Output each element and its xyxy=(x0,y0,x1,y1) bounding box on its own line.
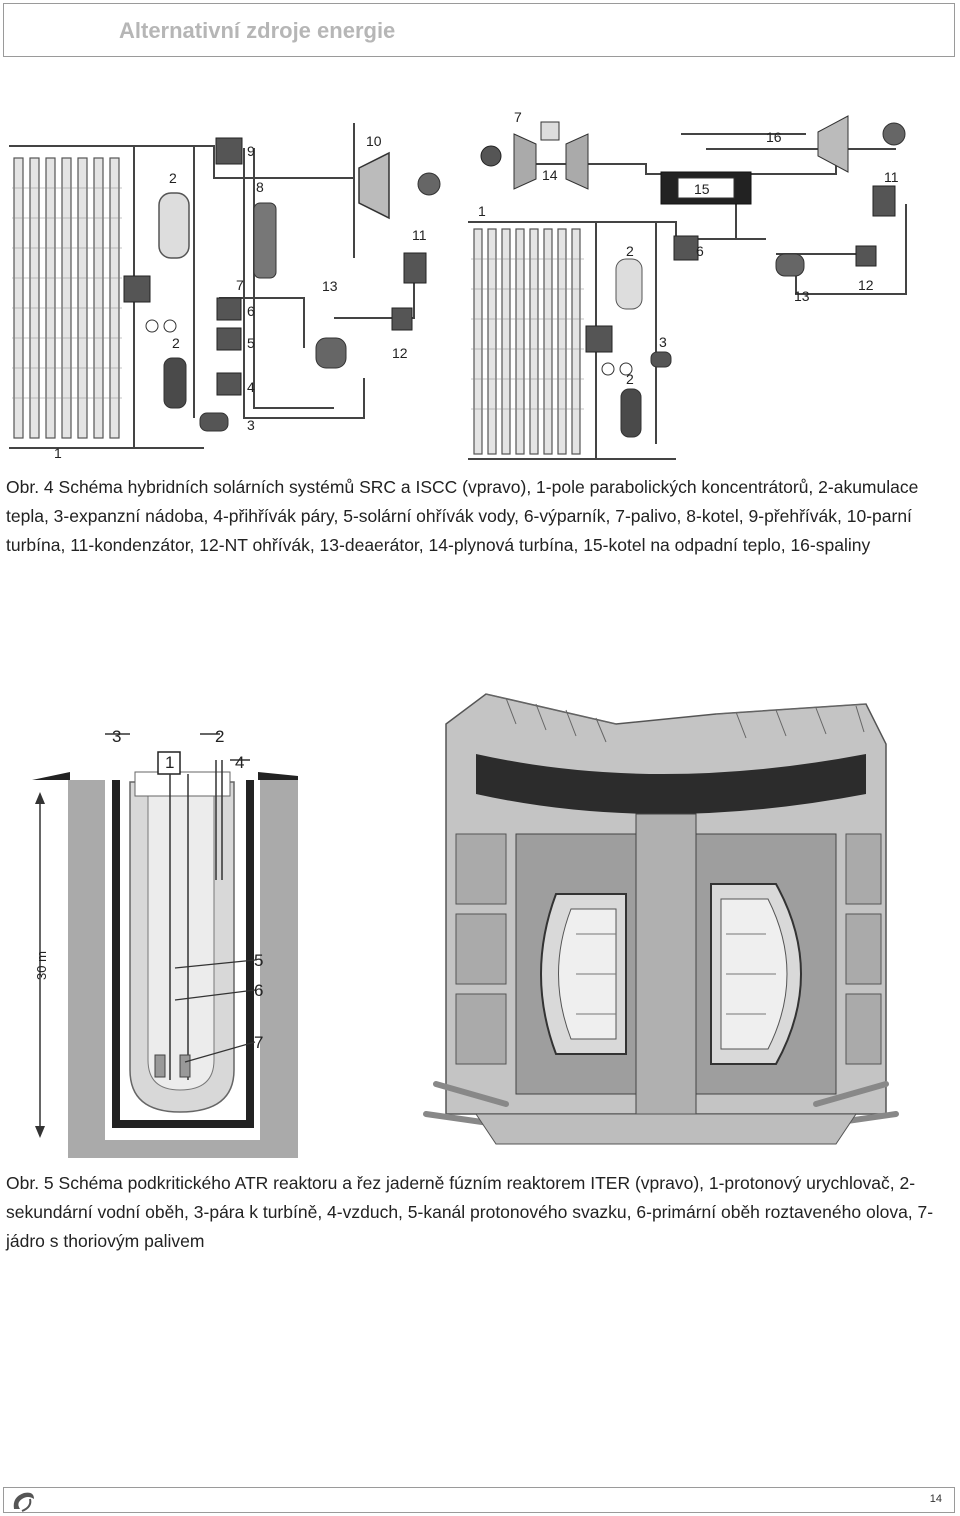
collector-field xyxy=(13,157,120,439)
page-number: 14 xyxy=(929,1493,942,1505)
fig4-left-label: 4 xyxy=(247,379,255,395)
fig4-left-label: 12 xyxy=(392,345,408,361)
page-header-title: Alternativní zdroje energie xyxy=(119,18,396,43)
fig4-left-label: 9 xyxy=(247,143,255,159)
figure4-caption: Obr. 4 Schéma hybridních solárních systé… xyxy=(6,477,919,555)
fig4-left-label: 1 xyxy=(54,445,62,461)
fig5-reactor-label: 1 xyxy=(165,753,174,772)
fig5-reactor-label: 2 xyxy=(215,727,224,746)
boiler xyxy=(253,202,277,279)
fig4-left-label: 2 xyxy=(169,170,177,186)
page-header: Alternativní zdroje energie xyxy=(3,3,955,57)
fig4-right-label: 15 xyxy=(694,181,710,197)
fig5-reactor-label: 5 xyxy=(254,951,263,970)
fig4-left-label: 13 xyxy=(322,278,338,294)
fig4-right-label: 6 xyxy=(696,243,704,259)
fig5-reactor-label: 3 xyxy=(112,727,121,746)
steam-turbine xyxy=(817,115,849,173)
gas-turbine xyxy=(513,133,537,190)
fig4-left-label: 3 xyxy=(247,417,255,433)
proton-accelerator xyxy=(157,751,181,775)
fig4-left-label: 11 xyxy=(412,227,427,243)
fig4-right-label: 2 xyxy=(626,243,634,259)
fig4-right-label: 1 xyxy=(478,203,486,219)
heat-storage-tank xyxy=(615,258,643,310)
publisher-logo-icon xyxy=(13,1492,34,1512)
fig5-reactor-label: 4 xyxy=(235,753,244,772)
fig5-reactor-label: 6 xyxy=(254,981,263,1000)
fig4-right-label: 12 xyxy=(858,277,874,293)
fig4-left-label: 2 xyxy=(172,335,180,351)
fig4-left-label: 10 xyxy=(366,133,382,149)
fig4-left-label: 7 xyxy=(236,277,244,293)
steam-turbine xyxy=(358,151,390,220)
fig4-right-label: 14 xyxy=(542,167,558,183)
figure5-caption: Obr. 5 Schéma podkritického ATR reaktoru… xyxy=(6,1173,934,1251)
fig4-right-label: 2 xyxy=(626,371,634,387)
figure4-left-schematic: 1 2 2 3 4 5 6 7 8 9 10 11 12 13 xyxy=(4,118,464,466)
fig4-right-label: 13 xyxy=(794,288,810,304)
collector-field xyxy=(473,228,581,455)
fig5-reactor-label: 7 xyxy=(254,1033,263,1052)
fig4-left-label: 6 xyxy=(247,303,255,319)
depth-label: 30 m xyxy=(34,951,49,980)
fig4-right-label: 7 xyxy=(514,109,522,125)
figure5-reactor-schematic: 1 2 3 4 5 6 7 30 m xyxy=(30,720,305,1158)
fig4-right-label: 16 xyxy=(766,129,782,145)
fig4-right-label: 3 xyxy=(659,334,667,350)
heat-storage-tank xyxy=(158,192,190,259)
figure4-right-schematic: 1 2 2 3 6 7 11 12 13 14 15 16 xyxy=(466,104,916,466)
fig4-left-label: 5 xyxy=(247,335,255,351)
fig4-right-label: 11 xyxy=(884,169,899,185)
fig4-left-label: 8 xyxy=(256,179,264,195)
page-footer: 14 xyxy=(3,1487,955,1513)
figure5-iter-cutaway xyxy=(416,684,906,1156)
